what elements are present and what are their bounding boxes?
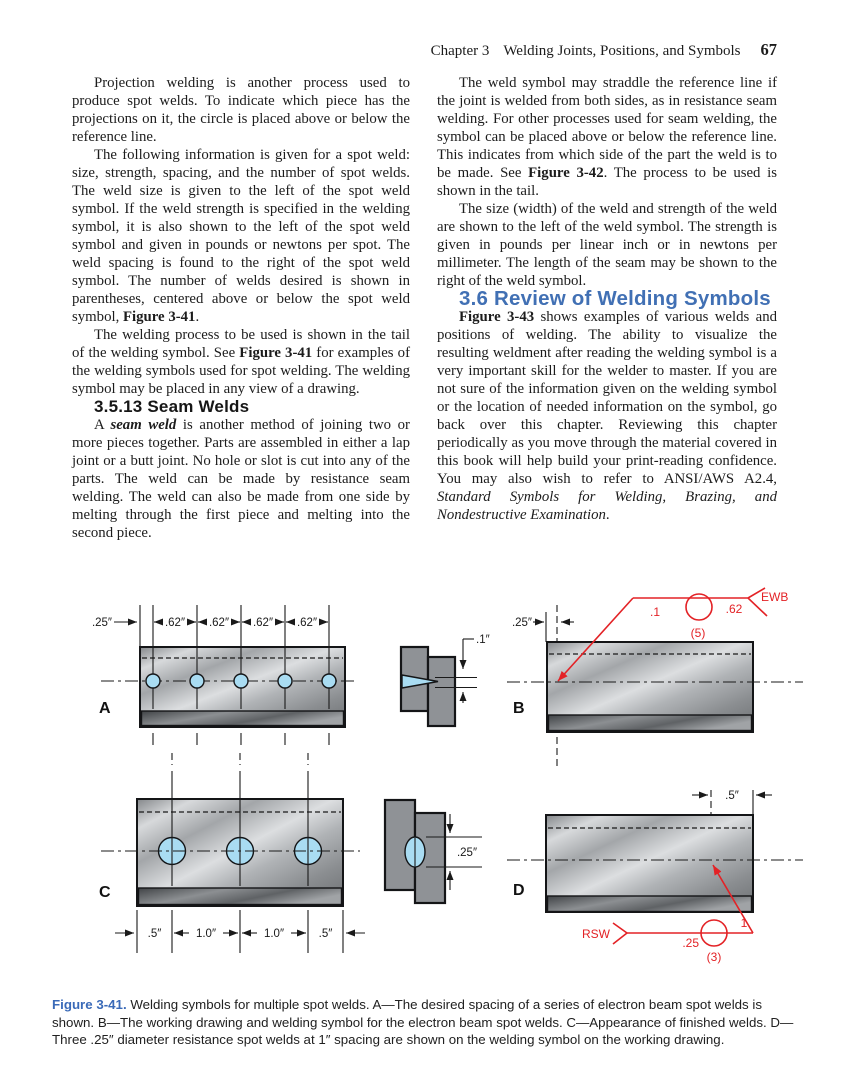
dim-side-top: .1″ <box>476 634 490 646</box>
paragraph-seam-weld: A seam weld is another method of joining… <box>72 417 410 541</box>
weld-count-b: (5) <box>691 626 706 640</box>
figure-caption-text: Welding symbols for multiple spot welds.… <box>52 997 794 1047</box>
figure-part-b: .25″ .1 .62 (5) EWB B <box>507 587 803 770</box>
spot-weld-mark <box>145 673 161 689</box>
figure-side-view-top: .1″ <box>399 634 490 728</box>
weld-pitch-d: 1 <box>741 916 748 930</box>
figure-caption-label: Figure 3-41. <box>52 997 127 1012</box>
dim-a-pitch: .62″ <box>297 617 317 629</box>
paragraph-review: Figure 3-43 shows examples of various we… <box>437 309 777 523</box>
left-column: Projection welding is another process us… <box>72 74 410 542</box>
page-number: 67 <box>760 40 778 59</box>
figure-ref-3-43: Figure 3-43 <box>459 309 535 325</box>
dim-b-edge: .25″ <box>512 617 532 629</box>
paragraph-size-strength: The size (width) of the weld and strengt… <box>437 201 777 289</box>
figure-part-d: .5″ RSW .25 (3) 1 D <box>507 790 803 964</box>
paragraph-straddle: The weld symbol may straddle the referen… <box>437 75 778 199</box>
spot-weld-mark <box>189 673 205 689</box>
spot-weld-symbol-circle <box>685 593 713 621</box>
paragraph-welding-process: The welding process to be used is shown … <box>72 327 410 397</box>
dim-a-pitch: .62″ <box>209 617 229 629</box>
process-label-rsw: RSW <box>582 927 611 941</box>
dim-a-edge: .25″ <box>92 617 112 629</box>
part-label-c: C <box>99 884 111 901</box>
weld-size-b: .1 <box>650 605 660 619</box>
figure-part-c: .5″ 1.0″ 1.0″ .5″ C <box>99 753 365 953</box>
dim-side-bottom: .25″ <box>457 847 477 859</box>
figure-3-41: .25″ .62″ .62″ .62″ .62″ A .1″ <box>55 585 825 985</box>
standard-title: Standard Symbols for Welding, Brazing, a… <box>437 489 777 523</box>
right-column: The weld symbol may straddle the referen… <box>437 74 777 524</box>
weld-count-d: (3) <box>707 950 722 964</box>
heading-review-welding-symbols: 3.6 Review of Welding Symbols <box>459 287 771 310</box>
figure-ref-3-41b: Figure 3-41 <box>239 345 313 361</box>
eb-weld-penetration <box>401 674 439 689</box>
figure-side-view-bottom: .25″ <box>383 798 482 905</box>
part-label-a: A <box>99 700 111 717</box>
weld-pitch-b: .62 <box>726 602 743 616</box>
heading-seam-welds: 3.5.13 Seam Welds <box>94 397 250 416</box>
figure-part-a: .25″ .62″ .62″ .62″ .62″ A <box>92 605 357 745</box>
dim-c-pitch: 1.0″ <box>264 928 284 940</box>
paragraph-projection-welding: Projection welding is another process us… <box>72 75 410 145</box>
part-label-b: B <box>513 700 525 717</box>
paragraph-spot-weld-info: The following information is given for a… <box>72 147 410 325</box>
spot-weld-mark <box>233 673 249 689</box>
figure-ref-3-41: Figure 3-41 <box>122 309 196 325</box>
dim-a-pitch: .62″ <box>253 617 273 629</box>
spot-weld-mark <box>321 673 337 689</box>
dim-c-pitch: 1.0″ <box>196 928 216 940</box>
part-label-d: D <box>513 882 525 899</box>
dim-c-edge: .5″ <box>148 928 162 940</box>
process-label-ewb: EWB <box>761 590 788 604</box>
dim-d: .5″ <box>725 790 739 802</box>
chapter-title: Welding Joints, Positions, and Symbols <box>503 43 741 59</box>
spot-weld-symbol-circle <box>700 919 728 947</box>
spot-weld-mark <box>277 673 293 689</box>
dim-c-edge: .5″ <box>319 928 333 940</box>
figure-caption: Figure 3-41. Welding symbols for multipl… <box>52 996 806 1049</box>
weld-size-d: .25 <box>682 936 699 950</box>
figure-ref-3-42: Figure 3-42 <box>528 165 604 181</box>
running-header: Chapter 3 Welding Joints, Positions, and … <box>431 40 777 60</box>
term-seam-weld: seam weld <box>110 417 177 433</box>
chapter-label: Chapter 3 <box>430 43 490 59</box>
figure-3-41-drawing: .25″ .62″ .62″ .62″ .62″ A .1″ <box>92 587 803 964</box>
dim-a-pitch: .62″ <box>165 617 185 629</box>
